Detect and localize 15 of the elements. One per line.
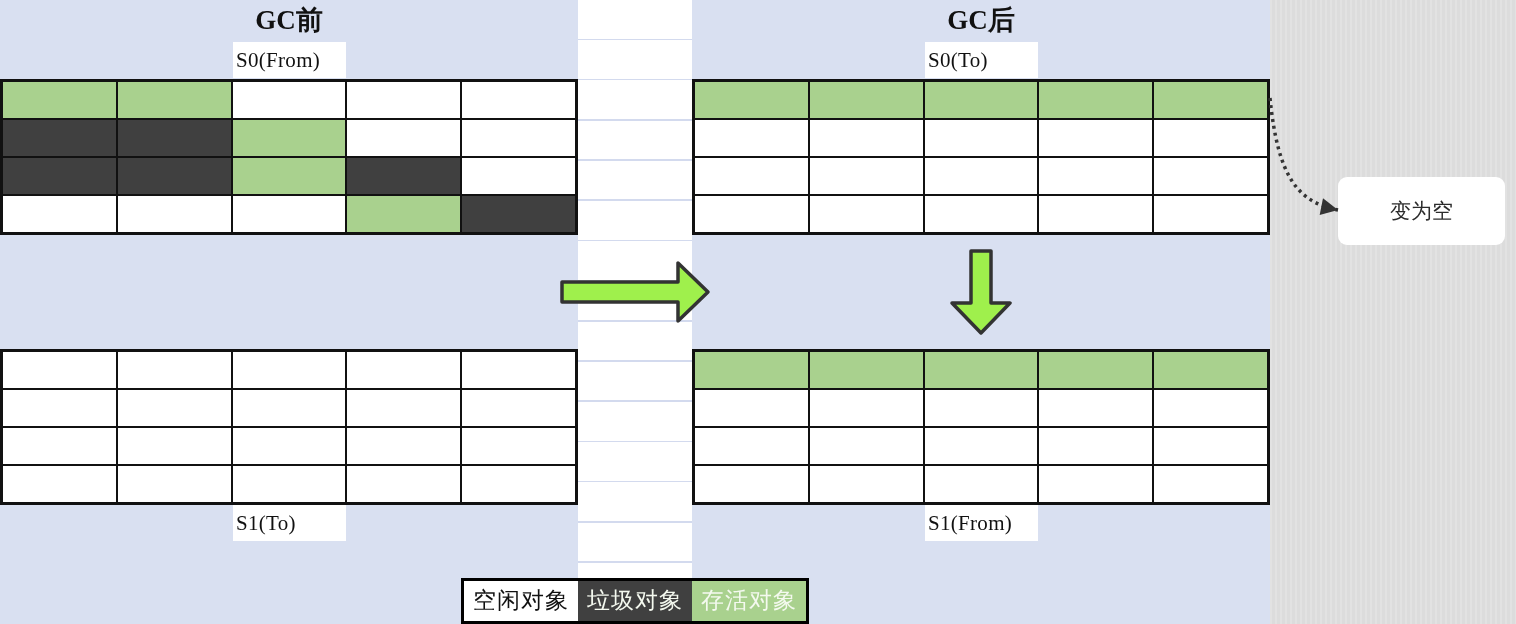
block-arrow bbox=[560, 261, 710, 323]
region-label: S0(From) bbox=[233, 42, 346, 78]
panel-title: GC前 bbox=[255, 4, 323, 37]
stage-panel bbox=[0, 0, 578, 624]
stage-panel bbox=[692, 0, 1270, 624]
legend-item: 空闲对象 bbox=[464, 581, 578, 621]
legend-item: 存活对象 bbox=[692, 581, 806, 621]
dotted-arrow bbox=[1268, 97, 1339, 215]
region-label: S1(From) bbox=[925, 505, 1038, 541]
region-label: S1(To) bbox=[233, 505, 346, 541]
region-label: S0(To) bbox=[925, 42, 1038, 78]
legend-item: 垃圾对象 bbox=[578, 581, 692, 621]
panel-title: GC后 bbox=[947, 4, 1015, 37]
block-arrow bbox=[950, 249, 1012, 335]
note-box: 变为空 bbox=[1338, 177, 1505, 245]
